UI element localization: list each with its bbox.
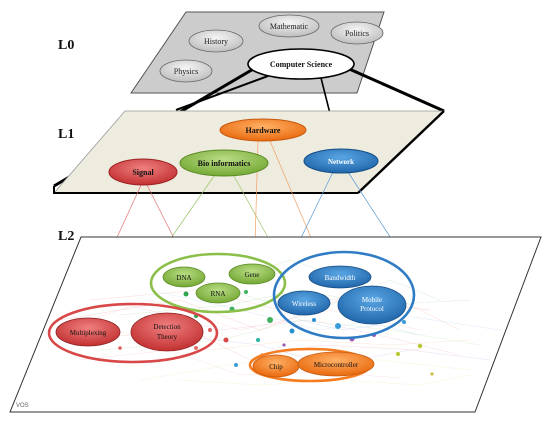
l2-node-wireless-label: Wireless (292, 300, 316, 308)
l0-node-politics[interactable]: Politics (330, 21, 384, 45)
l1-node-hardware-label: Hardware (246, 126, 281, 135)
l2-node-chip[interactable]: Chip (252, 354, 300, 378)
l0-node-computer-science-label: Computer Science (270, 60, 333, 69)
l2-plane (9, 236, 542, 413)
l2-node-multiplexing-label: Multiplexing (70, 329, 107, 337)
l2-node-gene[interactable]: Gene (228, 263, 276, 285)
l0-node-mathematic[interactable]: Mathematic (258, 14, 320, 38)
l2-node-rna-label: RNA (211, 290, 226, 298)
l2-node-bandwidth[interactable]: Bandwidth (308, 265, 372, 289)
cluster-bioinformatics (149, 252, 287, 314)
l2-node-detection-theory-label-line2: Theory (157, 333, 178, 341)
l0-node-physics[interactable]: Physics (159, 59, 213, 83)
l0-node-physics-label: Physics (174, 67, 198, 76)
l1-node-signal[interactable]: Signal (108, 158, 178, 186)
l0-node-computer-science[interactable]: Computer Science (247, 48, 355, 80)
l1-node-bioinformatics[interactable]: Bio informatics (179, 149, 269, 177)
cluster-signal (47, 302, 219, 364)
l1-plane-right-edge (357, 110, 445, 194)
l2-node-dna-label: DNA (176, 274, 191, 282)
l2-node-gene-label: Gene (245, 271, 260, 279)
l2-node-mobile-protocol-label-line1: Mobile (362, 296, 382, 304)
l1-node-hardware[interactable]: Hardware (219, 118, 307, 142)
l0-node-politics-label: Politics (345, 29, 369, 38)
l2-node-detection-theory-label-line1: Detection (153, 323, 181, 331)
l2-node-rna[interactable]: RNA (195, 282, 241, 304)
cluster-network (272, 250, 416, 340)
level-label-l1: L1 (58, 127, 74, 142)
l0-node-history-label: History (204, 37, 228, 46)
l2-node-microcontroller[interactable]: Microcontroller (297, 351, 375, 377)
watermark: VOS (16, 403, 29, 409)
l1-node-network-label: Network (328, 158, 354, 166)
l2-node-mobile-protocol-label-line2: Protocol (360, 305, 384, 313)
l2-node-bandwidth-label: Bandwidth (325, 274, 356, 282)
connector-cs-l1-mid (175, 75, 269, 111)
l1-node-signal-label: Signal (132, 168, 154, 177)
l2-node-multiplexing[interactable]: Multiplexing (55, 317, 121, 347)
l2-node-mobile-protocol[interactable]: Mobile Protocol (337, 285, 407, 325)
l2-node-microcontroller-label: Microcontroller (314, 361, 359, 369)
l2-node-chip-label: Chip (269, 363, 283, 371)
l1-node-network[interactable]: Network (303, 148, 379, 174)
l2-node-detection-theory[interactable]: Detection Theory (130, 312, 204, 352)
l2-node-wireless[interactable]: Wireless (277, 290, 331, 316)
l0-node-mathematic-label: Mathematic (270, 22, 309, 31)
l1-node-bioinformatics-label: Bio informatics (198, 159, 251, 168)
connector-cs-l1-right (346, 66, 445, 113)
l0-node-history[interactable]: History (188, 29, 244, 53)
l2-node-dna[interactable]: DNA (162, 266, 206, 288)
level-label-l2: L2 (58, 229, 74, 244)
level-label-l0: L0 (58, 38, 74, 53)
